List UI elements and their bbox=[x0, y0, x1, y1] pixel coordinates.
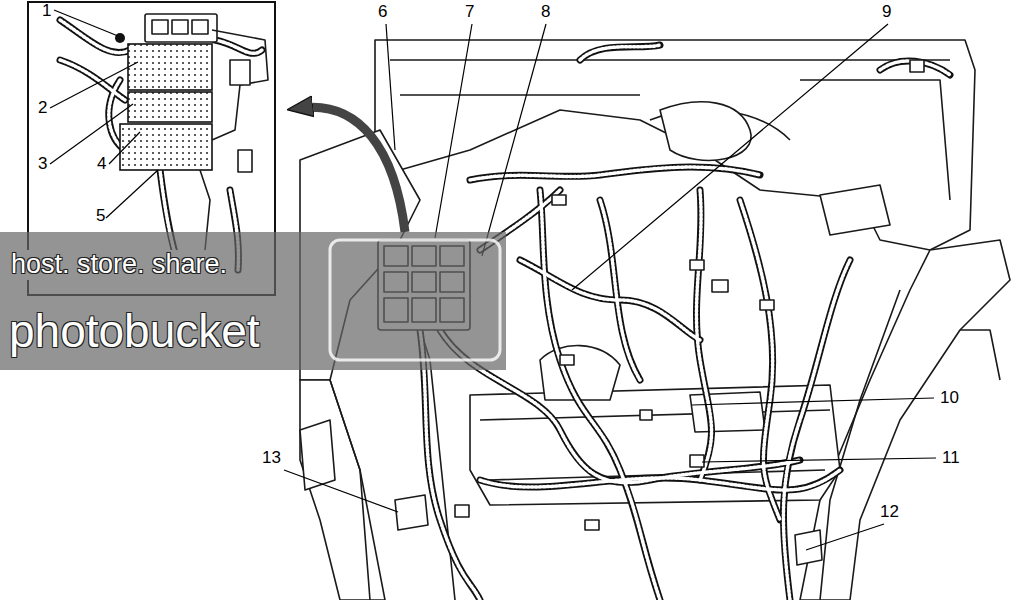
body-structure bbox=[795, 530, 822, 565]
callout-number: 10 bbox=[940, 388, 959, 408]
harness-connector bbox=[712, 280, 728, 292]
harness-connector bbox=[760, 300, 774, 310]
watermark-band bbox=[0, 232, 506, 370]
wiring-harness bbox=[740, 200, 780, 520]
wiring-harness bbox=[783, 260, 850, 600]
detail-inset bbox=[152, 20, 168, 34]
body-structure bbox=[820, 185, 890, 235]
callout-number: 11 bbox=[942, 448, 960, 468]
wiring-harness bbox=[600, 200, 640, 380]
harness-connector bbox=[910, 60, 924, 72]
wiring-harness bbox=[520, 260, 700, 340]
watermark-text: photobucket bbox=[6, 306, 263, 357]
detail-inset bbox=[60, 20, 130, 53]
wiring-harness bbox=[783, 260, 850, 600]
wiring-harness bbox=[740, 200, 780, 520]
body-structure bbox=[480, 410, 830, 480]
callout-number: 5 bbox=[96, 206, 105, 226]
detail-inset bbox=[215, 40, 262, 53]
body-structure bbox=[540, 346, 620, 400]
leader-line bbox=[50, 104, 133, 164]
detail-arrow bbox=[300, 107, 405, 232]
detail-inset bbox=[172, 20, 188, 34]
body-structure bbox=[375, 40, 975, 250]
leader-line bbox=[284, 470, 398, 512]
watermark-band bbox=[330, 240, 500, 360]
wiring-harness bbox=[420, 330, 480, 600]
harness-connector bbox=[585, 520, 599, 530]
watermark-text: host. store. share. bbox=[8, 250, 230, 280]
leader-line bbox=[482, 24, 546, 256]
leader-line bbox=[109, 132, 140, 164]
body-structure bbox=[690, 392, 765, 432]
harness-connector bbox=[690, 260, 704, 270]
harness-connector bbox=[455, 505, 469, 517]
body-structure bbox=[300, 380, 385, 600]
callout-number: 13 bbox=[262, 448, 281, 468]
detail-inset bbox=[230, 60, 250, 85]
detail-inset bbox=[215, 40, 262, 53]
wiring-harness bbox=[480, 470, 840, 490]
detail-inset bbox=[120, 124, 212, 170]
detail-inset bbox=[192, 20, 208, 34]
leader-line bbox=[54, 10, 118, 36]
body-structure bbox=[395, 495, 428, 530]
detail-inset bbox=[60, 60, 125, 100]
wiring-harness bbox=[420, 330, 480, 600]
callout-number: 8 bbox=[541, 2, 550, 22]
wiring-harness bbox=[540, 190, 660, 600]
detail-inset bbox=[128, 44, 212, 90]
detail-inset bbox=[145, 14, 217, 42]
wiring-harness bbox=[696, 190, 711, 480]
wiring-harness bbox=[540, 190, 660, 600]
leader-line bbox=[435, 24, 472, 238]
callout-number: 9 bbox=[882, 2, 891, 22]
callout-number: 3 bbox=[38, 154, 47, 174]
leader-line bbox=[106, 170, 158, 218]
callout-number: 7 bbox=[465, 2, 474, 22]
leader-line bbox=[692, 398, 934, 405]
detail-inset bbox=[238, 150, 252, 172]
leader-line bbox=[702, 458, 936, 462]
harness-connector bbox=[690, 455, 704, 467]
harness-connector bbox=[552, 195, 566, 205]
leader-line bbox=[50, 62, 138, 108]
wiring-harness bbox=[600, 200, 640, 380]
leader-line bbox=[386, 24, 395, 150]
callout-number: 12 bbox=[880, 502, 899, 522]
harness-connector bbox=[640, 410, 652, 420]
wiring-harness bbox=[580, 45, 950, 75]
detail-inset bbox=[212, 30, 268, 140]
leader-line bbox=[806, 524, 884, 550]
detail-inset bbox=[115, 33, 125, 43]
wiring-harness bbox=[580, 45, 950, 75]
detail-inset bbox=[60, 60, 125, 100]
body-structure bbox=[300, 420, 335, 490]
detail-inset bbox=[128, 92, 212, 122]
body-structure bbox=[660, 102, 751, 161]
leader-line bbox=[572, 24, 888, 290]
watermark-band bbox=[0, 232, 506, 370]
wiring-harness bbox=[696, 190, 711, 480]
harness-connector bbox=[560, 355, 574, 365]
body-structure bbox=[820, 290, 1000, 600]
callout-number: 4 bbox=[97, 154, 106, 174]
body-structure bbox=[390, 60, 950, 200]
callout-number: 6 bbox=[378, 2, 387, 22]
detail-inset bbox=[60, 20, 130, 53]
callout-number: 1 bbox=[42, 1, 51, 21]
callout-number: 2 bbox=[38, 98, 47, 118]
